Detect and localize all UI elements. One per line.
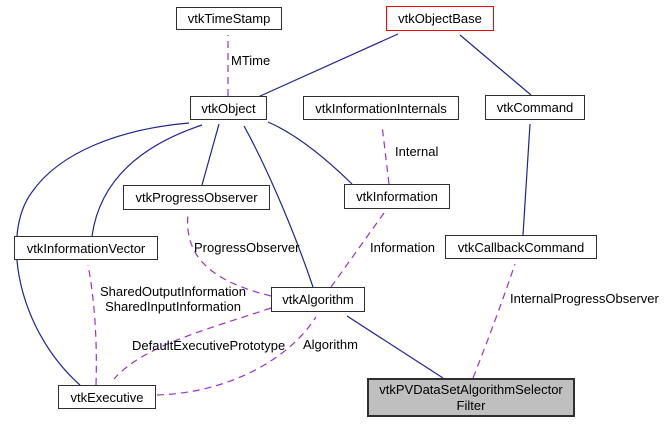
node-vtkExecutive[interactable]: vtkExecutive — [58, 385, 156, 409]
node-label: vtkCommand — [496, 100, 574, 115]
edge-vtkAlgorithm-vtkExecutive — [113, 307, 272, 380]
edge-label-progress-observer: ProgressObserver — [194, 240, 300, 255]
node-label: vtkObjectBase — [398, 11, 482, 26]
node-vtkPVDataSetAlgorithmSelectorFilter: vtkPVDataSetAlgorithmSelector Filter — [367, 378, 575, 417]
edge-vtkProgressObserver-vtkObject — [201, 123, 220, 186]
node-vtkAlgorithm[interactable]: vtkAlgorithm — [271, 287, 365, 312]
node-vtkTimeStamp[interactable]: vtkTimeStamp — [176, 7, 282, 30]
edge-vtkInformation-vtkInformationInternals — [381, 124, 390, 185]
edge-vtkAlgorithm-vtkInformation — [330, 212, 385, 288]
edge-vtkExecutive-vtkObject — [15, 122, 190, 386]
node-vtkCommand[interactable]: vtkCommand — [485, 95, 585, 120]
node-vtkObject[interactable]: vtkObject — [190, 96, 267, 120]
node-vtkCallbackCommand[interactable]: vtkCallbackCommand — [445, 235, 597, 259]
edge-label-shared-input-information: SharedInputInformation — [105, 299, 241, 314]
edge-vtkExecutive-vtkAlgorithm — [156, 316, 317, 396]
node-label: vtkInformation — [356, 189, 438, 204]
node-label: vtkInformationInternals — [315, 100, 447, 116]
edge-vtkPVDataSetAlgorithmSelectorFilter-vtkAlgorithm — [346, 315, 444, 379]
node-label: vtkProgressObserver — [135, 190, 258, 205]
node-label: vtkInformationVector — [26, 240, 146, 256]
node-label-line-2: Filter — [456, 397, 486, 413]
node-label: vtkTimeStamp — [187, 11, 271, 26]
node-vtkInformation[interactable]: vtkInformation — [344, 184, 450, 209]
edge-vtkObject-vtkObjectBase — [257, 33, 399, 98]
edge-label-default-executive-prototype: DefaultExecutivePrototype — [132, 338, 286, 353]
edge-label-shared-information: SharedOutputInformation SharedInputInfor… — [97, 284, 249, 314]
edge-vtkExecutive-vtkInformationVector — [87, 264, 97, 386]
edge-vtkPVDataSetAlgorithmSelectorFilter-vtkCallbackCommand — [472, 263, 516, 379]
edge-vtkCallbackCommand-vtkCommand — [522, 123, 531, 236]
node-label: vtkObject — [201, 100, 256, 116]
edge-label-shared-output-information: SharedOutputInformation — [100, 284, 246, 299]
node-label: vtkCallbackCommand — [457, 239, 585, 255]
node-label-line-1: vtkPVDataSetAlgorithmSelector — [379, 381, 563, 397]
node-label: vtkExecutive — [70, 389, 144, 405]
edge-label-mtime: MTime — [231, 53, 271, 68]
node-vtkInformationInternals[interactable]: vtkInformationInternals — [303, 96, 459, 120]
edge-label-internal-progress-observer: InternalProgressObserver — [510, 291, 659, 306]
edge-vtkAlgorithm-vtkObject — [243, 125, 314, 288]
edge-vtkInformation-vtkObject — [267, 121, 353, 185]
node-vtkInformationVector[interactable]: vtkInformationVector — [14, 236, 158, 260]
node-vtkProgressObserver[interactable]: vtkProgressObserver — [123, 185, 270, 210]
edge-label-algorithm: Algorithm — [303, 337, 358, 352]
node-vtkObjectBase[interactable]: vtkObjectBase — [386, 6, 494, 31]
edge-label-internal: Internal — [395, 144, 439, 159]
node-label: vtkAlgorithm — [282, 292, 354, 307]
edge-vtkInformationVector-vtkObject — [91, 124, 203, 237]
edge-vtkAlgorithm-vtkProgressObserver — [187, 213, 272, 297]
edge-vtkCommand-vtkObjectBase — [459, 34, 532, 96]
edge-label-information: Information — [370, 240, 436, 255]
